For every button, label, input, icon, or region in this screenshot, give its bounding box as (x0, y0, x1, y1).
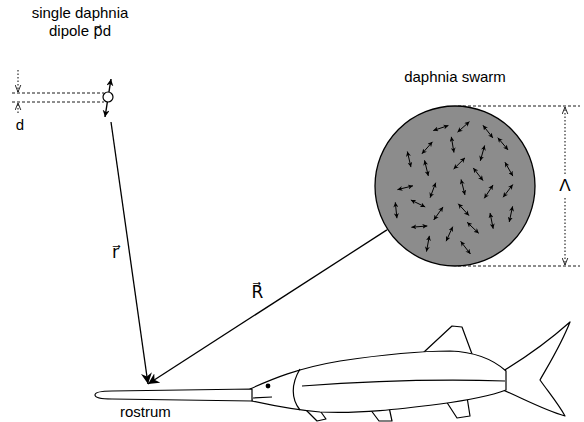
swarm-dipole (397, 186, 413, 190)
dimension-line (458, 106, 580, 107)
vector-label: R⃗ (250, 284, 266, 303)
swarm-dipole (422, 142, 433, 154)
node-label: rostrum (120, 403, 171, 421)
swarm-dipole (467, 222, 479, 233)
swarm-circle (375, 106, 535, 266)
swarm-dipole (509, 206, 512, 222)
dimension-line (12, 93, 104, 94)
fish-gill (293, 369, 300, 410)
swarm-dipole (458, 204, 469, 216)
swarm-dipole (503, 185, 513, 198)
swarm-dipole (425, 160, 429, 176)
swarm-dipole (451, 137, 454, 153)
fish-mouth (253, 397, 272, 398)
swarm-dipole (461, 241, 471, 254)
dimension-arrow (565, 107, 566, 174)
swarm-dipole (430, 183, 436, 198)
swarm-dipole (446, 227, 453, 242)
swarm-dipole (473, 168, 483, 181)
swarm-dipole (458, 122, 470, 133)
dimension-arrow (18, 103, 19, 113)
dimension-label: d (14, 117, 26, 134)
fish-tail (503, 322, 570, 416)
dimension-label: Λ (557, 177, 572, 196)
fish-lateral-line (302, 380, 505, 386)
daphnia-swarm: daphnia swarm (370, 66, 544, 271)
swarm-dipole (484, 185, 493, 198)
swarm-dipole (407, 151, 411, 167)
swarm-dipole (395, 202, 397, 218)
swarm-dipole (461, 179, 465, 195)
fish-rostrum (95, 389, 252, 401)
swarm-dipole (454, 158, 465, 169)
swarm-dipole (411, 200, 425, 207)
daphnia-dipole: single daphnia dipole p⃗d (20, 4, 144, 124)
swarm-dipole (490, 213, 493, 229)
dimension-arrow (565, 198, 566, 265)
swarm-dipole (434, 207, 443, 220)
swarm-dipole (480, 145, 484, 160)
node-label: daphnia swarm (370, 68, 540, 86)
daphnia-dot (103, 92, 113, 102)
swarm-dipole (433, 125, 448, 130)
dimension-line (12, 102, 104, 103)
daphnia-swarm-drawing (370, 66, 540, 271)
fish-body (250, 351, 506, 412)
vector-label: r⃗ (110, 244, 121, 263)
dimension-arrow (18, 70, 19, 92)
vector-arrow (111, 122, 148, 384)
fish-eye (266, 384, 271, 389)
swarm-dipole (411, 226, 427, 227)
fish-fin (424, 326, 472, 354)
paddlefish: rostrum (90, 318, 575, 422)
node-label: single daphnia dipole p⃗d (20, 4, 140, 40)
swarm-dipole (483, 125, 493, 138)
swarm-dipole (498, 138, 508, 150)
dimension-line (458, 266, 580, 267)
swarm-dipole (426, 236, 429, 252)
swarm-dipole (505, 162, 513, 176)
